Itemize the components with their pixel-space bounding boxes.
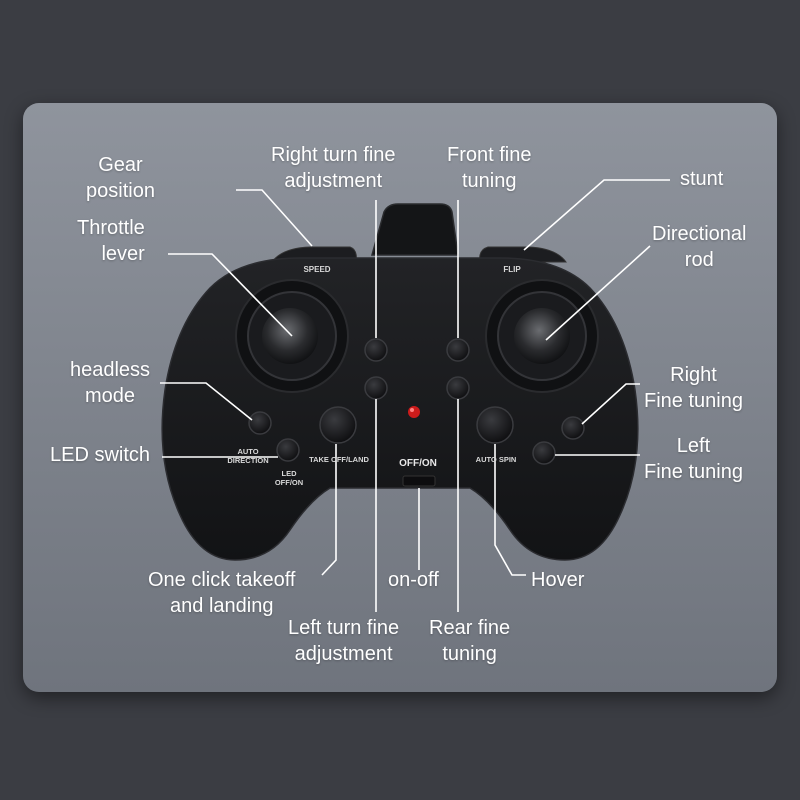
led-onoff-text: LED OFF/ON — [274, 469, 304, 487]
label-right-fine-tuning: Right Fine tuning — [644, 364, 743, 412]
power-text: OFF/ON — [399, 458, 437, 469]
label-left-fine-tuning: Left Fine tuning — [644, 435, 743, 483]
leader-lines — [160, 179, 670, 612]
line-stunt — [523, 179, 670, 251]
line-one-click — [321, 444, 337, 576]
front-trim-button[interactable] — [446, 338, 470, 362]
label-on-off: on-off — [388, 569, 439, 591]
rear-trim-button[interactable] — [446, 376, 470, 400]
led-switch-button[interactable] — [276, 438, 300, 462]
label-headless-mode: headless mode — [70, 359, 151, 407]
right-fine-tuning-button[interactable] — [561, 416, 585, 440]
line-right-fine-tuning — [581, 383, 640, 425]
hover-button[interactable] — [476, 406, 514, 444]
label-throttle-lever: Throttle lever — [77, 217, 145, 265]
takeoff-landing-button[interactable] — [319, 406, 357, 444]
line-throttle-lever — [168, 253, 293, 337]
speed-text: SPEED — [303, 265, 331, 274]
headless-mode-button[interactable] — [248, 411, 272, 435]
line-hover — [494, 444, 526, 576]
left-fine-tuning-button[interactable] — [532, 441, 556, 465]
label-gear-position: Gear position — [86, 154, 155, 202]
auto-spin-text: AUTO SPIN — [475, 455, 517, 464]
directional-rod-stick[interactable] — [514, 308, 570, 364]
label-left-turn-fine: Left turn fine adjustment — [288, 617, 400, 665]
right-turn-trim-button[interactable] — [364, 338, 388, 362]
label-rear-fine: Rear fine tuning — [429, 617, 511, 665]
label-hover: Hover — [531, 569, 585, 591]
label-one-click: One click takeoff and landing — [148, 569, 296, 617]
label-directional-rod: Directional rod — [652, 223, 747, 271]
power-switch[interactable] — [402, 475, 436, 487]
power-led — [408, 406, 420, 418]
left-turn-trim-button[interactable] — [364, 376, 388, 400]
label-right-turn-fine: Right turn fine adjustment — [271, 144, 396, 192]
takeoff-land-text: TAKE OFF/LAND — [309, 455, 369, 464]
antenna-clip — [371, 203, 459, 256]
throttle-lever-stick[interactable] — [262, 308, 318, 364]
auto-direction-text: AUTO DIRECTION — [227, 447, 269, 465]
flip-text: FLIP — [503, 265, 521, 274]
line-gear-position — [236, 189, 313, 247]
power-led-highlight — [410, 408, 414, 412]
line-headless-mode — [160, 382, 253, 421]
line-directional-rod — [545, 245, 651, 341]
label-led-switch: LED switch — [50, 444, 151, 466]
label-stunt: stunt — [680, 168, 724, 190]
label-front-fine: Front fine tuning — [447, 144, 532, 192]
